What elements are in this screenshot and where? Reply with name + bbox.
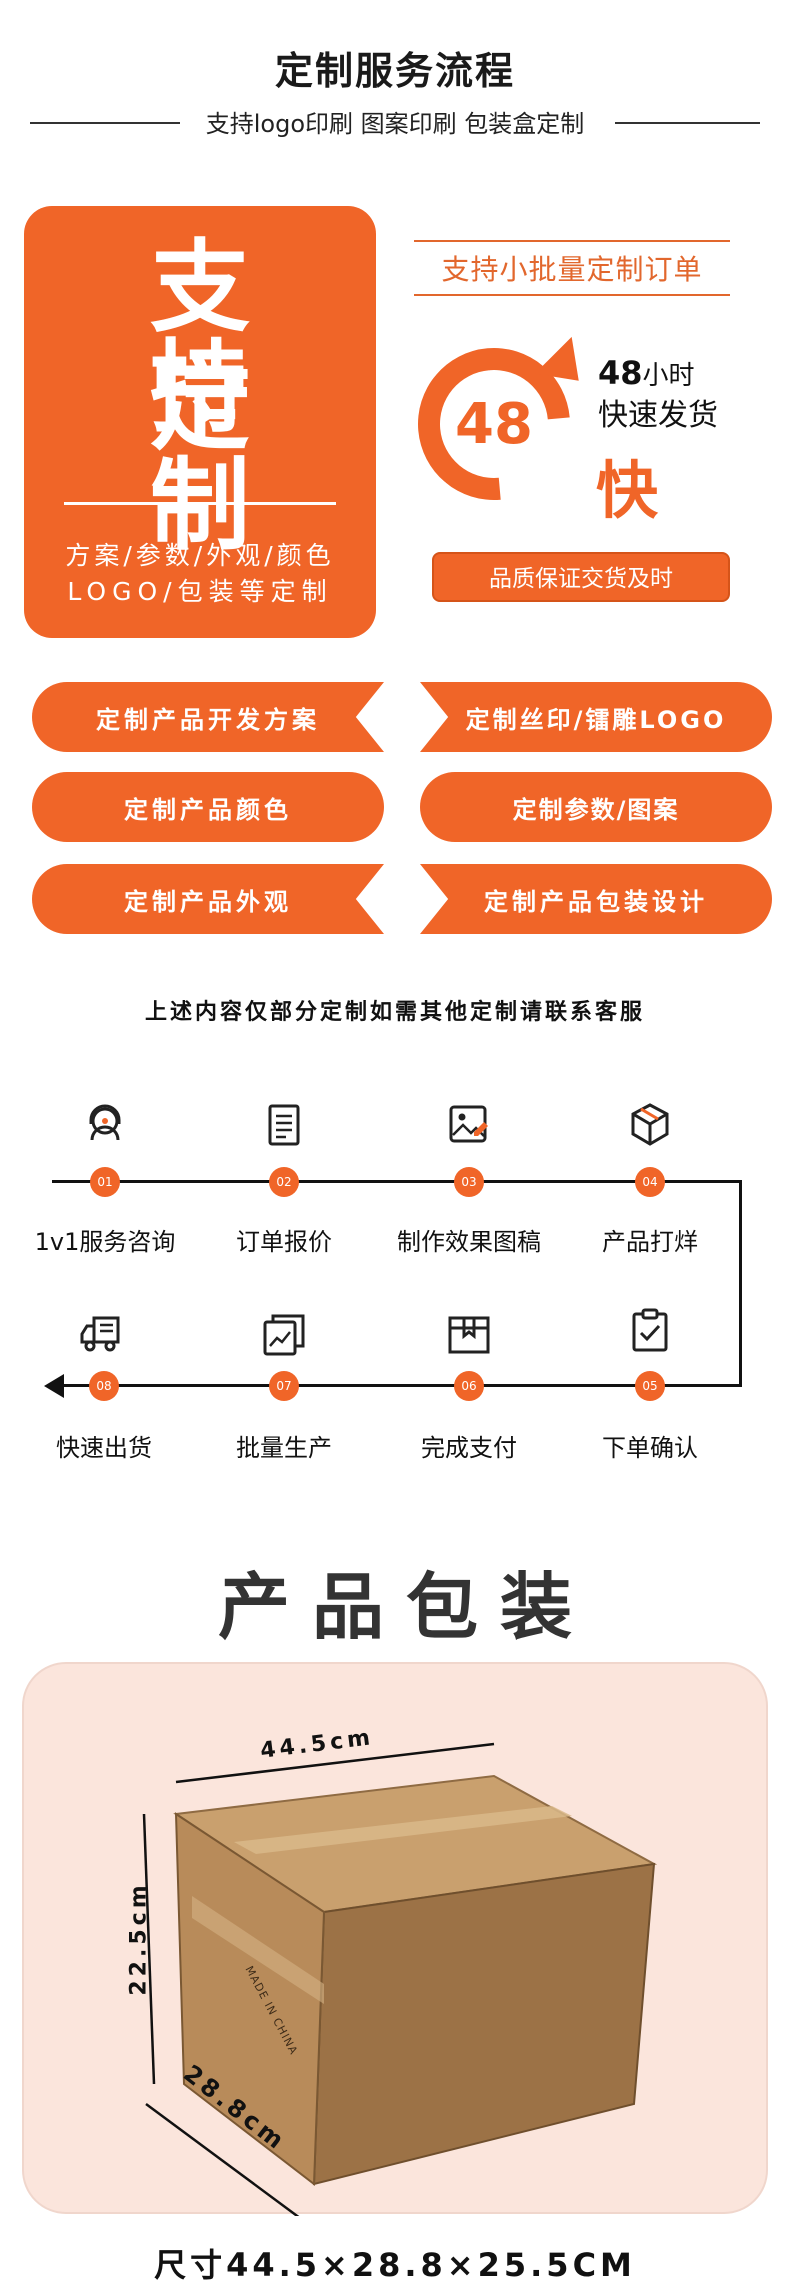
process-track-top	[52, 1180, 742, 1183]
step-label-03: 制作效果图稿	[397, 1228, 541, 1256]
batch-bottom-line	[414, 294, 730, 296]
cube-icon	[631, 1103, 669, 1146]
step-dot-02: 02	[269, 1167, 299, 1197]
step-dot-03: 03	[454, 1167, 484, 1197]
step-label-02: 订单报价	[236, 1228, 332, 1256]
ribbon-params[interactable]: 定制参数/图案	[420, 772, 772, 842]
document-icon	[268, 1104, 300, 1146]
ribbon-dev-plan[interactable]: 定制产品开发方案	[32, 682, 384, 752]
subtitle-divider	[30, 104, 760, 124]
ribbon-appearance[interactable]: 定制产品外观	[32, 864, 384, 934]
process-arrow-icon	[44, 1374, 64, 1398]
custom-support-card: 支 持 定 制 方案/参数/外观/颜色 LOGO/包装等定制	[24, 206, 376, 638]
card-desc-1: 方案/参数/外观/颜色	[65, 541, 335, 570]
card-divider	[64, 502, 336, 505]
step-label-08: 快速出货	[56, 1434, 152, 1462]
step-label-07: 批量生产	[236, 1434, 332, 1462]
ribbon-logo-print[interactable]: 定制丝印/镭雕LOGO	[420, 682, 772, 752]
step-label-04: 产品打烊	[602, 1228, 698, 1256]
card-desc-2: LOGO/包装等定制	[67, 577, 333, 606]
step-dot-01: 01	[90, 1167, 120, 1197]
page-title: 定制服务流程	[274, 49, 515, 93]
step-dot-08: 08	[89, 1371, 119, 1401]
ribbon-packaging[interactable]: 定制产品包装设计	[420, 864, 772, 934]
hours-number: 48	[598, 354, 643, 392]
batch-top-line	[414, 240, 730, 242]
chart-icon	[263, 1314, 305, 1356]
box-icon	[448, 1316, 490, 1354]
headset-icon	[89, 1104, 121, 1141]
batch-order-text: 支持小批量定制订单	[441, 253, 703, 286]
custom-note: 上述内容仅部分定制如需其他定制请联系客服	[144, 1000, 645, 1025]
ring-number: 48	[455, 392, 533, 457]
ribbon-color[interactable]: 定制产品颜色	[32, 772, 384, 842]
step-label-01: 1v1服务咨询	[34, 1228, 176, 1256]
package-title: 产品包装	[217, 1565, 594, 1649]
quality-guarantee-button[interactable]: 品质保证交货及时	[432, 552, 730, 602]
fast-ship-text: 快速发货	[598, 398, 718, 433]
hours-text: 48小时	[598, 354, 695, 392]
step-label-05: 下单确认	[602, 1434, 698, 1462]
card-line-support: 支 持	[150, 229, 280, 446]
step-dot-07: 07	[269, 1371, 299, 1401]
box-illustration	[142, 1742, 658, 2216]
dim-height-label: 22.5cm	[126, 1881, 152, 1996]
package-photo-card: 44.5cm 22.5cm 28.8cm MADE IN CHINA	[22, 1662, 768, 2216]
clipboard-check-icon	[632, 1308, 668, 1352]
step-dot-04: 04	[635, 1167, 665, 1197]
process-track-right	[739, 1180, 742, 1386]
hours-unit: 小时	[642, 361, 695, 391]
page-subtitle: 支持logo印刷 图案印刷 包装盒定制	[205, 110, 585, 138]
truck-icon	[80, 1316, 120, 1352]
package-size: 尺寸44.5×28.8×25.5CM	[154, 2246, 636, 2284]
step-dot-05: 05	[635, 1371, 665, 1401]
image-edit-icon	[449, 1105, 488, 1143]
step-dot-06: 06	[454, 1371, 484, 1401]
card-line-custom: 定 制	[150, 347, 280, 564]
fast-big-char: 快	[596, 454, 659, 527]
step-label-06: 完成支付	[421, 1434, 517, 1462]
process-track-bottom	[60, 1384, 742, 1387]
